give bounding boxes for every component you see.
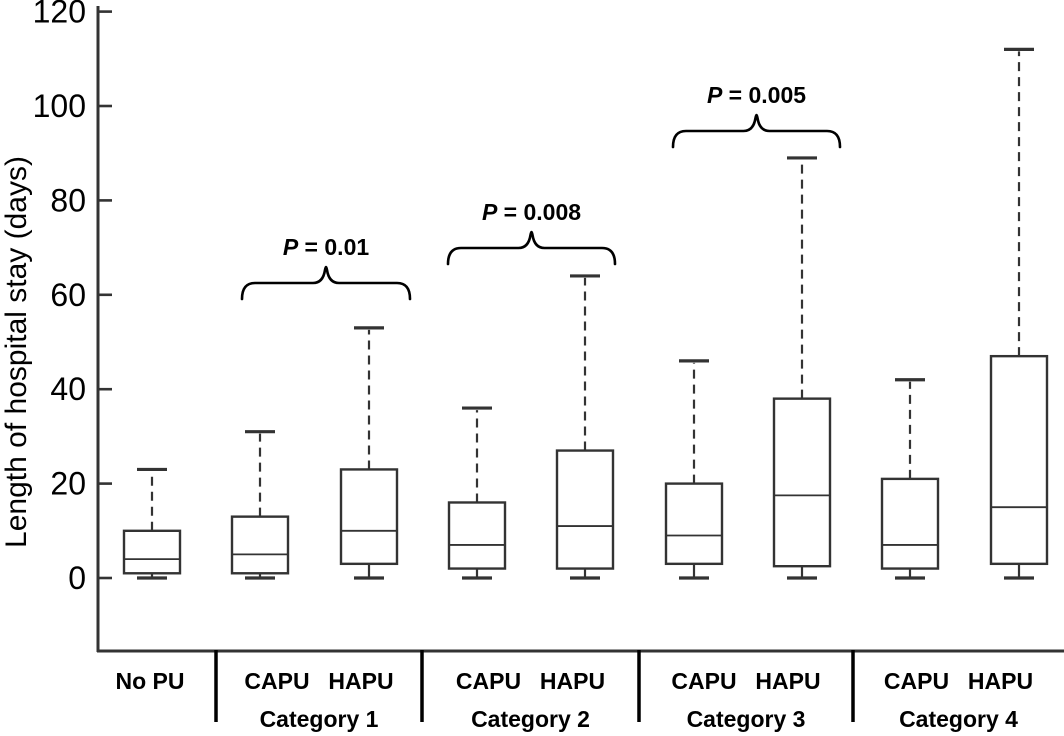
y-tick-label-120: 120 [33, 0, 86, 30]
y-tick-label-20: 20 [50, 466, 86, 502]
boxplot-capu-category-3 [664, 359, 724, 580]
axes: 0 20 40 60 80 100 120 [33, 0, 1064, 722]
p-value-label-category-3: P = 0.005 [707, 82, 806, 108]
series-label-capu-category-4: CAPU [884, 668, 949, 694]
iqr-box [230, 515, 290, 575]
box-plots [122, 47, 1049, 580]
iqr-box [989, 354, 1049, 566]
boxplot-hapu-category-3 [772, 156, 832, 580]
significance-bracket-category-3 [671, 113, 842, 149]
series-label-hapu-category-3: HAPU [755, 668, 820, 694]
series-label-hapu-category-1: HAPU [328, 668, 393, 694]
y-tick-label-80: 80 [50, 182, 86, 218]
p-value-label-category-2: P = 0.008 [482, 199, 581, 225]
series-label-capu-category-1: CAPU [244, 668, 309, 694]
significance-bracket-category-1 [240, 265, 412, 301]
boxplot-hapu-category-1 [339, 326, 399, 580]
iqr-box [122, 529, 182, 575]
x-axis-labels: No PU CAPU HAPU Category 1 CAPU HAPU Category … [116, 668, 1034, 732]
boxplot-no-pu-no-pu [122, 467, 182, 580]
iqr-box [664, 482, 724, 566]
boxplot-capu-category-1 [230, 430, 290, 580]
group-label-category-2: Category 2 [471, 706, 590, 732]
boxplot-hapu-category-2 [555, 274, 615, 580]
series-label-hapu-category-2: HAPU [540, 668, 605, 694]
y-tick-label-100: 100 [33, 88, 86, 124]
iqr-box [447, 501, 507, 570]
group-label-category-3: Category 3 [687, 706, 806, 732]
boxplot-capu-category-2 [447, 406, 507, 580]
group-label-category-4: Category 4 [899, 706, 1018, 732]
y-tick-label-0: 0 [68, 560, 86, 596]
series-label-hapu-category-4: HAPU [968, 668, 1033, 694]
iqr-box [555, 449, 615, 570]
series-label-capu-category-3: CAPU [671, 668, 736, 694]
iqr-box [339, 468, 399, 566]
significance-annotations: P = 0.01 P = 0.008 P = 0.005 [240, 82, 842, 301]
boxplot-capu-category-4 [880, 378, 940, 580]
y-tick-label-40: 40 [50, 371, 86, 407]
boxplot-hapu-category-4 [989, 47, 1049, 580]
series-label-capu-category-2: CAPU [456, 668, 521, 694]
group-label-no-pu: No PU [116, 668, 185, 694]
iqr-box [772, 397, 832, 568]
y-tick-label-60: 60 [50, 277, 86, 313]
group-label-category-1: Category 1 [260, 706, 379, 732]
iqr-box [880, 477, 940, 570]
significance-bracket-category-2 [446, 230, 617, 266]
p-value-label-category-1: P = 0.01 [283, 234, 370, 260]
y-axis-title: Length of hospital stay (days) [0, 156, 33, 548]
